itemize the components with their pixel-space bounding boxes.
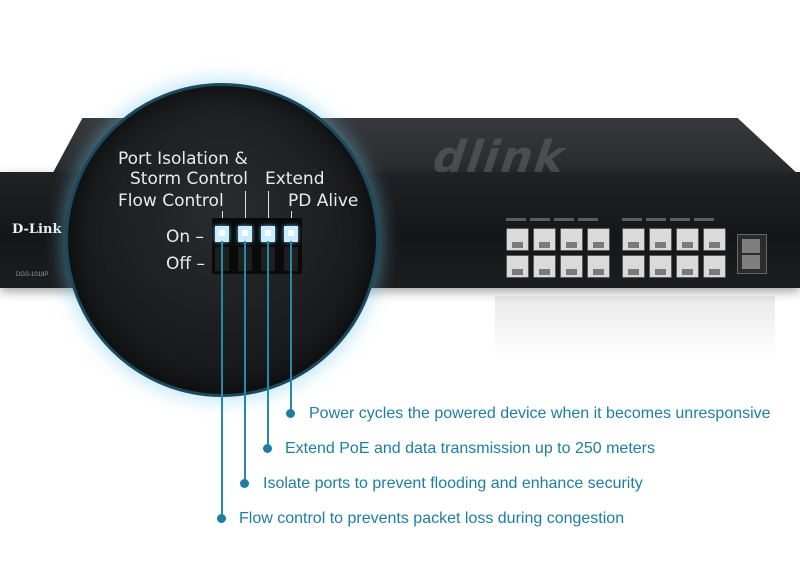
dip-switch-pd-alive [284, 226, 298, 242]
callout-text-extend: Extend PoE and data transmission up to 2… [285, 440, 655, 457]
front-brand-logo: D-Link [12, 222, 62, 237]
model-label: DGS-1018P [16, 272, 49, 278]
label-pd-alive: PD Alive [288, 191, 359, 211]
callout-text-port-isolation: Isolate ports to prevent flooding and en… [263, 475, 643, 492]
tick-flow-control [222, 211, 223, 219]
label-off: Off – [166, 254, 205, 274]
tick-storm-control [245, 191, 246, 218]
dip-switch-flow-control [215, 226, 229, 242]
callout-dot-extend [263, 444, 272, 453]
leader-line-extend [267, 241, 269, 448]
port-block-2 [622, 228, 726, 278]
label-port-isolation: Port Isolation & [118, 149, 248, 169]
callout-dot-pd-alive [286, 409, 295, 418]
callout-dot-port-isolation [240, 479, 249, 488]
callout-text-pd-alive: Power cycles the powered device when it … [309, 405, 771, 422]
label-on: On – [166, 227, 205, 247]
leader-line-port-isolation [244, 241, 246, 483]
tick-pd-alive [291, 211, 292, 219]
dip-switch-extend [261, 226, 275, 242]
label-extend: Extend [265, 169, 325, 189]
led-row-right [622, 218, 714, 224]
callout-text-flow-control: Flow control to prevents packet loss dur… [239, 510, 625, 527]
dip-switch-port-isolation [238, 226, 252, 242]
switch-reflection [495, 296, 775, 356]
label-flow-control: Flow Control [118, 191, 224, 211]
leader-line-pd-alive [290, 241, 292, 413]
tick-extend [268, 191, 269, 218]
callout-dot-flow-control [217, 514, 226, 523]
sfp-port [737, 234, 767, 274]
led-row-left [506, 218, 598, 224]
leader-line-flow-control [221, 241, 223, 518]
port-block-1 [506, 228, 610, 278]
label-storm-control: Storm Control [130, 169, 248, 189]
